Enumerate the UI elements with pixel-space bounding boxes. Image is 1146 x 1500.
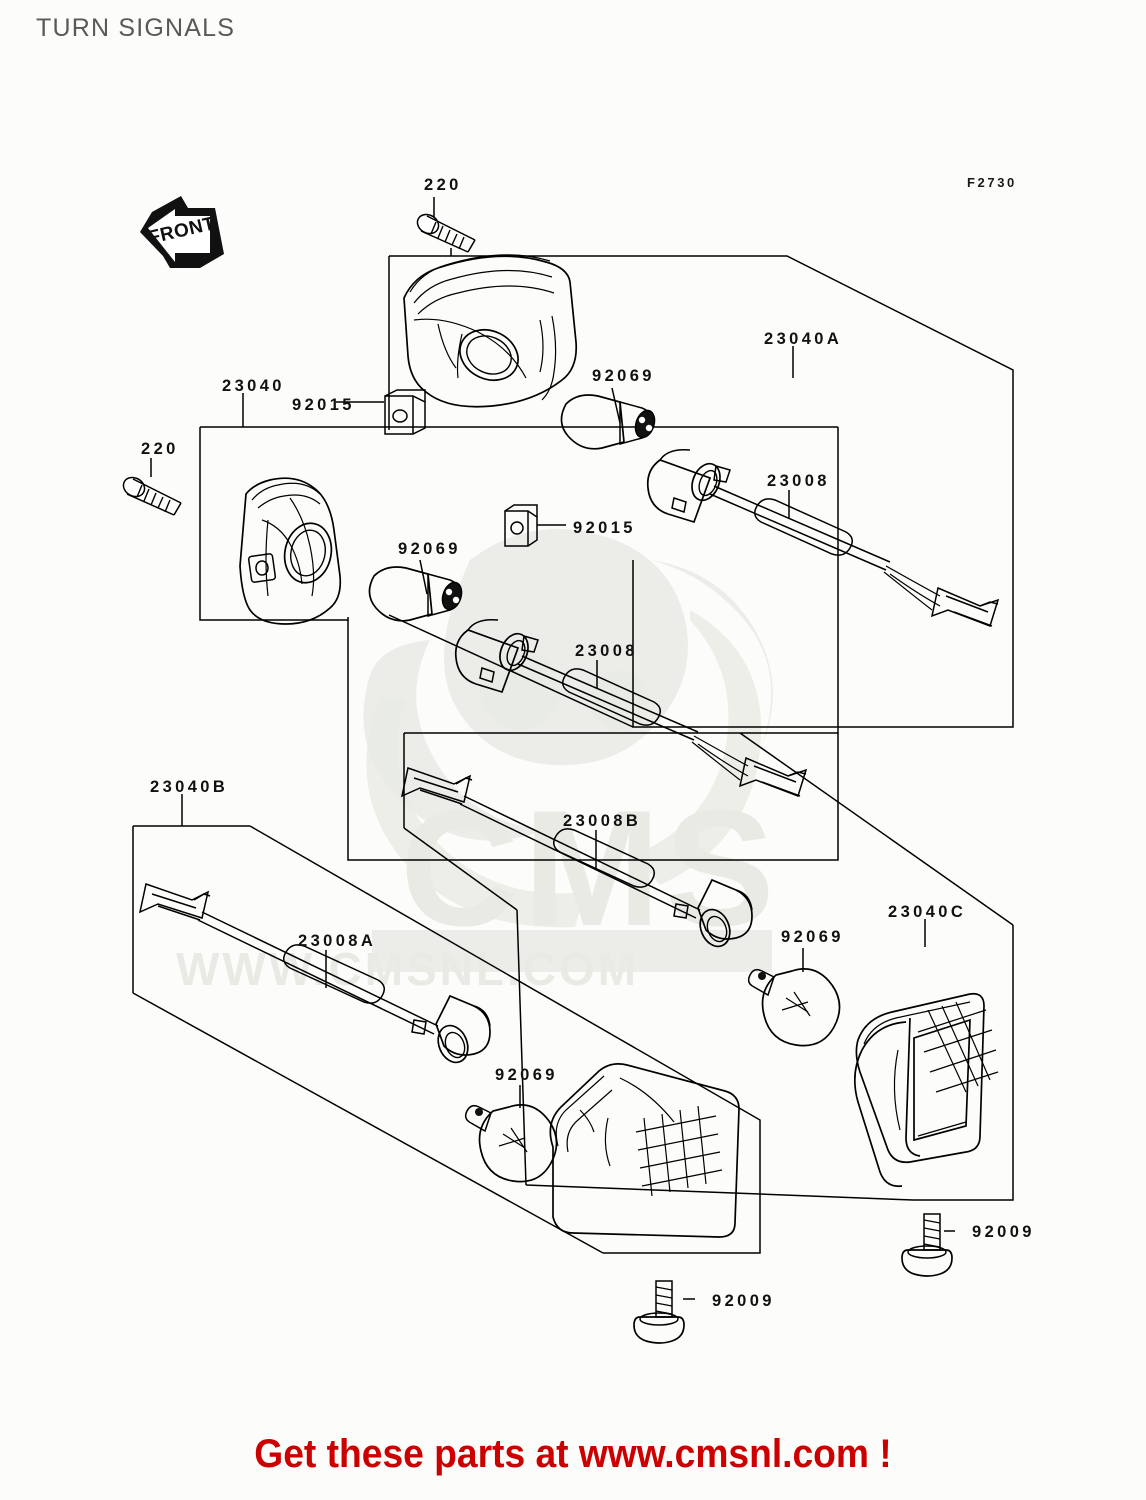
- leader-lines: [181, 248, 926, 947]
- assembly-bracket-23040b: [132, 825, 761, 1254]
- part-23008a-socket-lead: [138, 883, 491, 1064]
- callout-23008a: 23008A: [298, 932, 377, 950]
- assembly-bracket-23040: [199, 426, 839, 861]
- part-23040c-rear-lens: [853, 992, 999, 1188]
- page-title: TURN SIGNALS: [36, 14, 236, 42]
- part-23040-lens-body: [239, 477, 342, 625]
- part-220-screw-top: [416, 197, 476, 253]
- part-92015-clip-upper: [336, 389, 426, 435]
- footer-promo-text: Get these parts at www.cmsnl.com !: [254, 1432, 892, 1476]
- part-23040b-rear-lens-center: [549, 1063, 740, 1238]
- part-92015-clip-lower: [504, 504, 566, 547]
- callout-23040a: 23040A: [764, 330, 843, 348]
- part-92069-bulb-rear-center: [464, 1085, 558, 1183]
- part-92069-bulb-midleft: [368, 559, 463, 622]
- callout-92069-upper: 92069: [592, 367, 655, 385]
- callout-92009-right: 92009: [972, 1223, 1035, 1241]
- callout-92069-midleft: 92069: [398, 540, 461, 558]
- part-23008b-socket-lead: [400, 767, 753, 948]
- svg-text:WWW.CMSNL.COM: WWW.CMSNL.COM: [176, 943, 639, 995]
- part-92009-screw-center: [633, 1280, 695, 1344]
- callout-23040: 23040: [222, 377, 285, 395]
- callout-92015-lower: 92015: [573, 519, 636, 537]
- callout-23008-mid: 23008: [575, 642, 638, 660]
- callout-92015-upper: 92015: [292, 396, 355, 414]
- diagram-reference-code: F2730: [967, 175, 1017, 190]
- callout-220-left: 220: [141, 440, 179, 458]
- front-arrow-icon: FRONT: [140, 196, 224, 268]
- svg-text:CMS: CMS: [400, 776, 779, 960]
- part-23008-socket-lead-mid: [454, 618, 808, 797]
- cms-watermark: CMS WWW.CMSNL.COM: [176, 528, 779, 995]
- part-92069-bulb-upper: [560, 387, 656, 450]
- part-23040a-lens-body: [403, 254, 578, 408]
- assembly-bracket-23040c: [403, 732, 1014, 1201]
- callout-92009-center: 92009: [712, 1292, 775, 1310]
- part-220-screw-left: [122, 458, 182, 516]
- part-92009-screw-right: [901, 1213, 955, 1277]
- part-92069-bulb-rear-right: [747, 948, 841, 1047]
- callout-23040b: 23040B: [150, 778, 229, 796]
- callout-23040c: 23040C: [888, 903, 967, 921]
- callout-92069-rear-center: 92069: [495, 1066, 558, 1084]
- part-23008-socket-lead-upper: [646, 448, 1000, 627]
- callout-220-top: 220: [424, 176, 462, 194]
- callout-23008b: 23008B: [563, 812, 642, 830]
- callout-23008-upper: 23008: [767, 472, 830, 490]
- callout-92069-rear-right: 92069: [781, 928, 844, 946]
